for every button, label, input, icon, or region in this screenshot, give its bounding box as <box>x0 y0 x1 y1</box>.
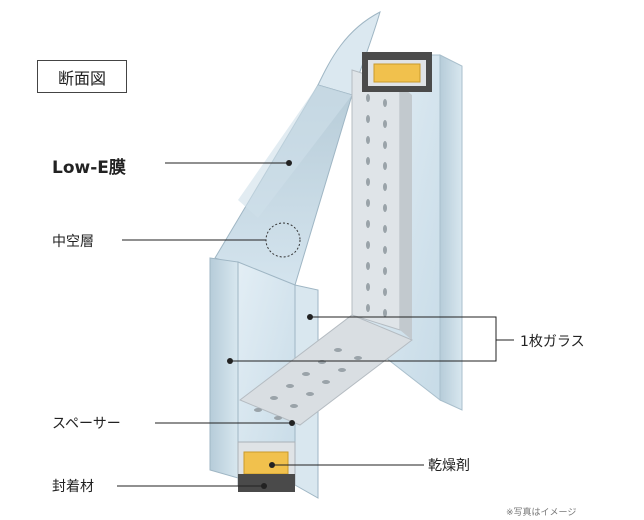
spacer-hole <box>383 246 387 254</box>
label-desiccant: 乾燥剤 <box>428 458 470 474</box>
spacer-hole <box>338 368 346 372</box>
bottom-spacer-block <box>237 441 296 492</box>
spacer-hole <box>366 283 370 291</box>
spacer-holes <box>254 94 387 420</box>
spacer-hole <box>254 408 262 412</box>
front-glass-pane <box>209 84 353 499</box>
spacer-hole <box>354 356 362 360</box>
spacer-hole <box>383 162 387 170</box>
label-hollow-layer: 中空層 <box>52 234 94 250</box>
spacer-hole <box>302 372 310 376</box>
label-sealant: 封着材 <box>52 479 94 495</box>
spacer-hole <box>383 204 387 212</box>
label-low-e: Low-E膜 <box>52 158 126 178</box>
spacer-hole <box>306 392 314 396</box>
label-spacer: スペーサー <box>52 416 121 432</box>
spacer-hole <box>322 380 330 384</box>
spacer-hole <box>366 304 370 312</box>
spacer-hole <box>383 288 387 296</box>
spacer-hole <box>383 183 387 191</box>
spacer-hole <box>383 309 387 317</box>
spacer-hole <box>366 94 370 102</box>
spacer-hole <box>274 416 282 420</box>
spacer-hole <box>286 384 294 388</box>
spacer-hole <box>366 136 370 144</box>
top-spacer-block <box>362 52 432 92</box>
spacer-hole <box>383 99 387 107</box>
spacer-hole <box>366 220 370 228</box>
spacer-hole <box>366 262 370 270</box>
spacer-hole <box>270 396 278 400</box>
leader-dots <box>227 160 313 489</box>
spacer-hole <box>383 141 387 149</box>
spacer-hole <box>383 267 387 275</box>
spacer-hole <box>366 178 370 186</box>
label-single-glass: 1枚ガラス <box>520 334 585 350</box>
leader-lines <box>117 162 514 487</box>
spacer-hole <box>383 120 387 128</box>
spacer-hole <box>366 199 370 207</box>
image-credit-note: ※写真はイメージ <box>506 508 577 518</box>
spacer <box>239 69 413 426</box>
spacer-hole <box>366 241 370 249</box>
spacer-hole <box>366 115 370 123</box>
spacer-hole <box>366 157 370 165</box>
spacer-hole <box>290 404 298 408</box>
diagram-title: 断面図 <box>37 60 127 93</box>
spacer-hole <box>383 225 387 233</box>
spacer-hole <box>334 348 342 352</box>
